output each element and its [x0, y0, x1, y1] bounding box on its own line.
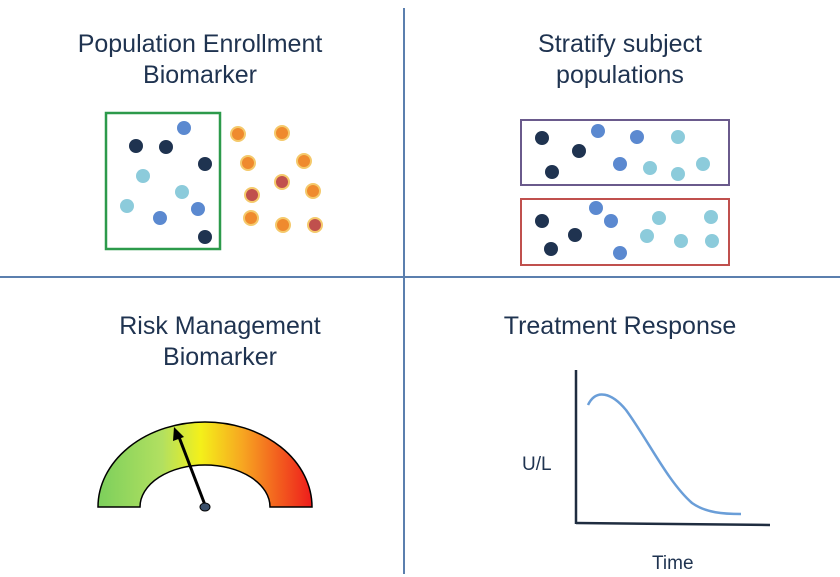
stratified-dot [630, 130, 644, 144]
enrolled-dot [198, 157, 212, 171]
enrolled-dot [136, 169, 150, 183]
horizontal-divider [0, 276, 840, 278]
enrolled-dot [175, 185, 189, 199]
gauge-needle-tip [173, 427, 184, 441]
excluded-dot [274, 125, 290, 141]
vertical-divider [403, 8, 405, 574]
excluded-dot [307, 217, 323, 233]
enrolled-dot [153, 211, 167, 225]
excluded-dot [244, 187, 260, 203]
response-title-line1: Treatment Response [503, 312, 737, 340]
stratified-dot [544, 242, 558, 256]
stratified-dot [652, 211, 666, 225]
response-x-axis [575, 521, 771, 527]
stratified-dot [643, 161, 657, 175]
excluded-dot [230, 126, 246, 142]
enrollment-title-line2: Biomarker [143, 61, 257, 89]
stratified-dot [705, 234, 719, 248]
stratified-dot [671, 130, 685, 144]
stratified-dot [572, 144, 586, 158]
response-curve [586, 393, 742, 516]
enrolled-dot [191, 202, 205, 216]
stratify-title-line2: populations [556, 61, 684, 89]
stratify-box-bottom [520, 198, 730, 266]
stratified-dot [535, 214, 549, 228]
risk-title-line2: Biomarker [163, 343, 277, 371]
response-y-axis-label: U/L [522, 454, 552, 475]
stratified-dot [604, 214, 618, 228]
stratified-dot [568, 228, 582, 242]
response-x-axis-label: Time [652, 553, 694, 574]
excluded-dot [305, 183, 321, 199]
stratified-dot [535, 131, 549, 145]
stratified-dot [589, 201, 603, 215]
gauge-pivot [199, 502, 211, 512]
stratified-dot [674, 234, 688, 248]
stratify-title-line1: Stratify subject [538, 30, 702, 58]
enrolled-dot [120, 199, 134, 213]
risk-title-line1: Risk Management [119, 312, 321, 340]
stratified-dot [591, 124, 605, 138]
excluded-dot [243, 210, 259, 226]
stratify-dots [535, 124, 719, 260]
stratified-dot [545, 165, 559, 179]
stratified-dot [671, 167, 685, 181]
enrollment-title-line1: Population Enrollment [77, 30, 323, 58]
enrolled-dot [198, 230, 212, 244]
excluded-dot [275, 217, 291, 233]
enrollment-title: Population Enrollment Biomarker [20, 29, 380, 91]
enrolled-dot [129, 139, 143, 153]
excluded-dot [274, 174, 290, 190]
gauge-needle [177, 436, 207, 506]
stratified-dot [704, 210, 718, 224]
stratified-dot [640, 229, 654, 243]
enrollment-dots [120, 121, 323, 244]
enrolled-dot [159, 140, 173, 154]
stratify-title: Stratify subject populations [440, 29, 800, 91]
enrollment-box [104, 111, 222, 251]
response-title: Treatment Response [440, 311, 800, 342]
risk-title: Risk Management Biomarker [40, 311, 400, 373]
stratify-box-top [520, 119, 730, 186]
excluded-dot [240, 155, 256, 171]
stratified-dot [696, 157, 710, 171]
enrolled-dot [177, 121, 191, 135]
gauge-arc [97, 421, 313, 508]
stratified-dot [613, 157, 627, 171]
excluded-dot [296, 153, 312, 169]
stratified-dot [613, 246, 627, 260]
